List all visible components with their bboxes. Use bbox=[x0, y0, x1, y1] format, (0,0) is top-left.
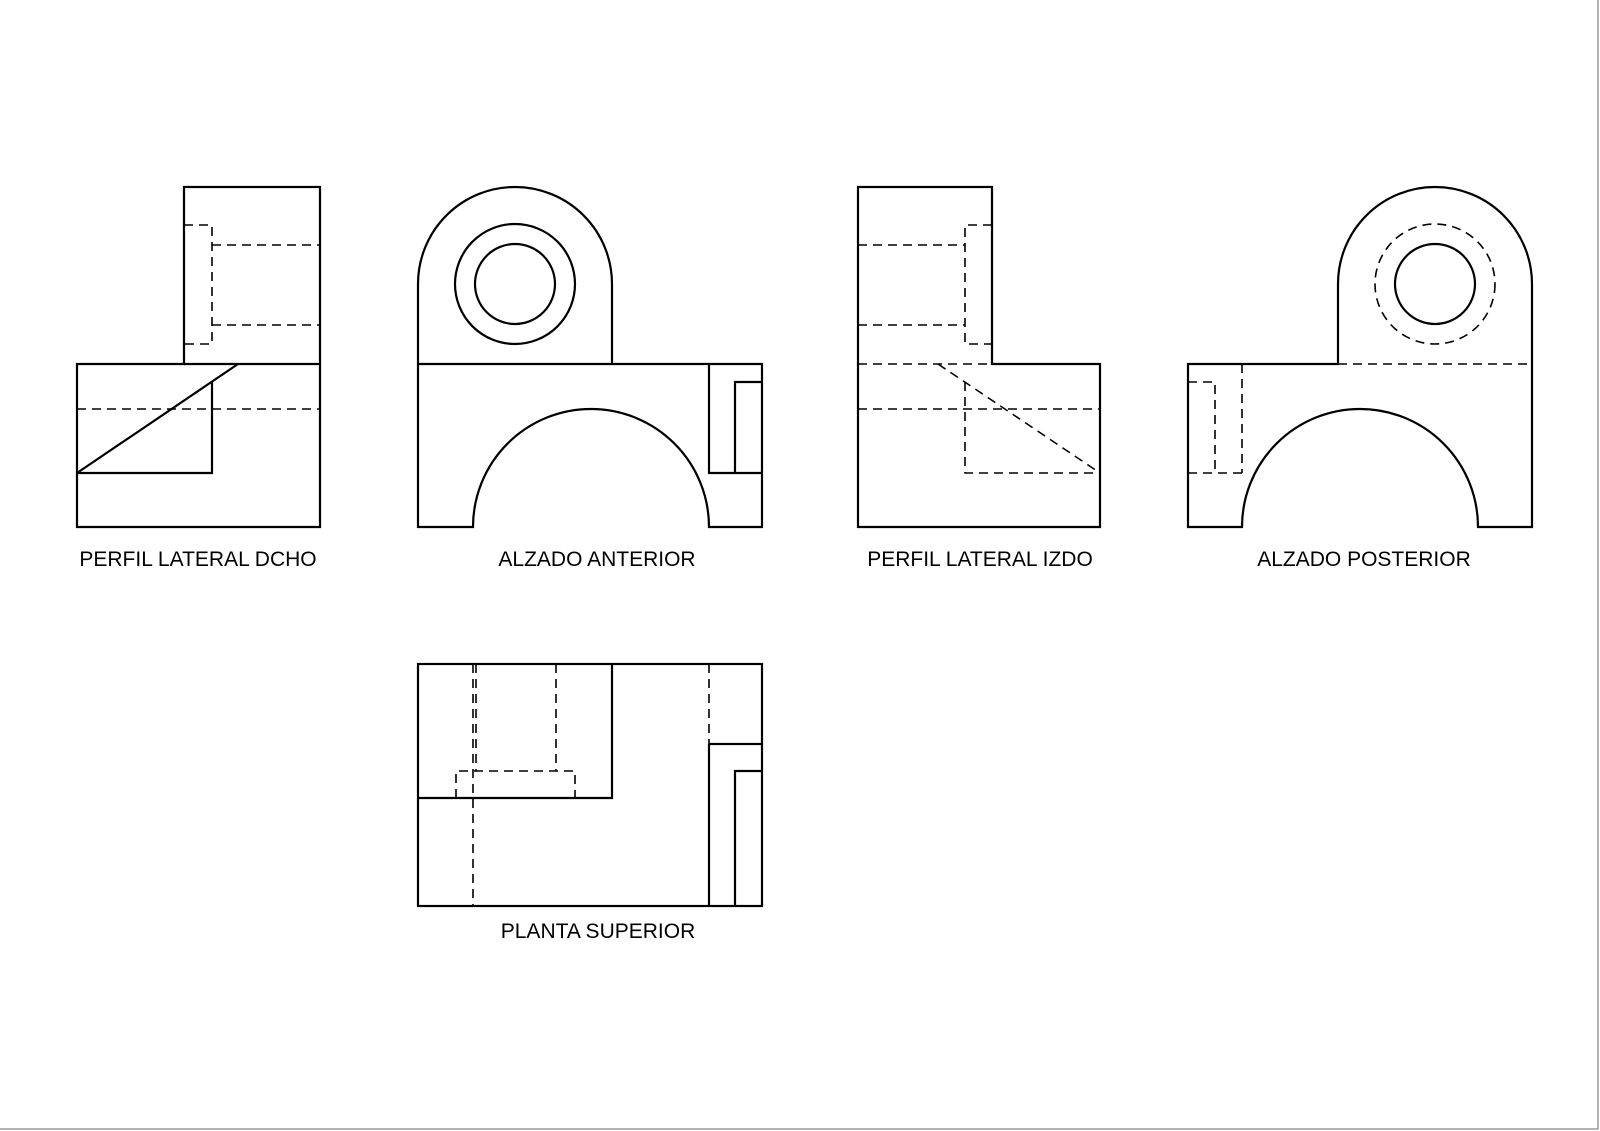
front-elevation-label: ALZADO ANTERIOR bbox=[498, 548, 695, 571]
top-slot-edge bbox=[733, 769, 762, 906]
right-side-hidden-counterbore bbox=[184, 224, 213, 345]
front-counterbore-circle bbox=[453, 222, 577, 346]
front-outline bbox=[416, 185, 764, 529]
right-side-diagonal-edge bbox=[76, 363, 239, 474]
right-side-profile-label: PERFIL LATERAL DCHO bbox=[79, 548, 316, 571]
left-side-hidden-slot bbox=[964, 382, 1100, 474]
top-outline bbox=[416, 662, 764, 908]
view-front-elevation: ALZADO ANTERIOR bbox=[416, 185, 764, 571]
view-left-side-profile: PERFIL LATERAL IZDO bbox=[856, 185, 1102, 571]
front-notch-edge bbox=[707, 364, 762, 475]
rear-outline bbox=[1186, 185, 1534, 529]
rear-elevation-label: ALZADO POSTERIOR bbox=[1257, 548, 1471, 571]
rear-hidden-counterbore-circle bbox=[1374, 223, 1496, 345]
left-side-hidden-counterbore bbox=[964, 224, 992, 345]
left-side-outline bbox=[856, 185, 1102, 529]
view-rear-elevation: ALZADO POSTERIOR bbox=[1186, 185, 1534, 571]
rear-hidden-slot bbox=[1188, 381, 1216, 473]
top-plan-label: PLANTA SUPERIOR bbox=[501, 920, 696, 943]
right-side-outline bbox=[75, 185, 322, 529]
left-side-profile-label: PERFIL LATERAL IZDO bbox=[867, 548, 1093, 571]
top-lug-outline bbox=[418, 664, 614, 800]
top-hidden-counterbore bbox=[455, 770, 576, 798]
view-top-plan: PLANTA SUPERIOR bbox=[416, 662, 764, 943]
front-bore-circle bbox=[473, 242, 557, 326]
left-side-hidden-diagonal bbox=[937, 363, 1101, 474]
view-right-side-profile: PERFIL LATERAL DCHO bbox=[75, 185, 322, 571]
rear-bore-circle bbox=[1393, 242, 1477, 326]
right-side-slot-edge bbox=[77, 382, 214, 475]
front-slot-edge bbox=[733, 380, 762, 473]
